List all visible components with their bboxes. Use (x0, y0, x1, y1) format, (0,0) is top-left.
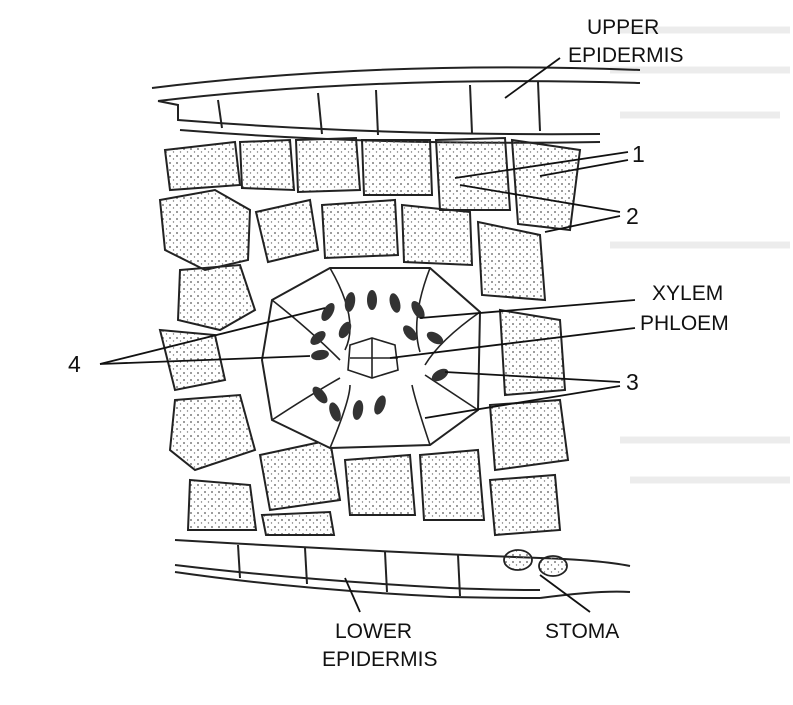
vascular-bundle (262, 268, 480, 448)
label-lower-epidermis-line1: LOWER (335, 620, 412, 643)
label-upper-epidermis-line2: EPIDERMIS (568, 44, 684, 67)
label-stoma: STOMA (545, 620, 619, 643)
label-upper-epidermis-line1: UPPER (587, 16, 659, 39)
upper-epidermis (152, 67, 640, 142)
faint-background (610, 30, 790, 480)
label-3: 3 (626, 369, 639, 395)
label-2: 2 (626, 203, 639, 229)
label-1: 1 (632, 141, 645, 167)
stoma (504, 550, 567, 576)
label-xylem: XYLEM (652, 282, 723, 305)
label-lower-epidermis-line2: EPIDERMIS (322, 648, 438, 671)
label-phloem: PHLOEM (640, 312, 729, 335)
label-4: 4 (68, 351, 81, 377)
